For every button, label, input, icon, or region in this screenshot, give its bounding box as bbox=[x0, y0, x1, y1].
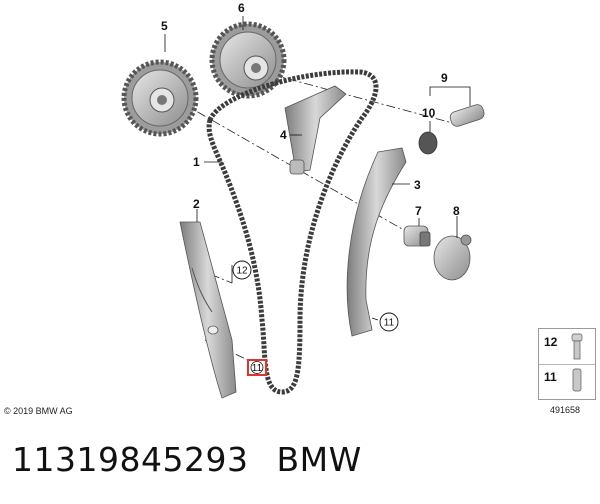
camshaft-sprocket-6 bbox=[209, 21, 287, 99]
chain-tensioner-7 bbox=[403, 225, 431, 247]
vanos-solenoid-8 bbox=[433, 234, 472, 281]
leader-lines bbox=[164, 16, 471, 321]
callout-1: 1 bbox=[193, 155, 200, 169]
image-reference-number: 491658 bbox=[550, 405, 581, 415]
camshaft-sprocket-5 bbox=[121, 59, 199, 137]
callout-4: 4 bbox=[280, 128, 287, 142]
legend-box: 12 11 bbox=[538, 328, 596, 400]
screw-plug-icon bbox=[572, 368, 582, 392]
callout-3: 3 bbox=[414, 178, 421, 192]
callout-10: 10 bbox=[422, 106, 436, 120]
callout-8: 8 bbox=[453, 204, 460, 218]
guide-rail-4 bbox=[284, 85, 347, 175]
exploded-parts-diagram: 1 2 3 4 5 6 7 8 9 10 12 11 11 bbox=[121, 1, 485, 399]
callout-6: 6 bbox=[238, 1, 245, 15]
copyright-text: © 2019 BMW AG bbox=[4, 406, 73, 416]
part-number: 11319845293 bbox=[12, 440, 249, 479]
legend-item-12-label: 12 bbox=[544, 335, 558, 349]
bolt-icon bbox=[571, 333, 583, 360]
callout-12: 12 bbox=[236, 266, 248, 277]
callout-2: 2 bbox=[193, 197, 200, 211]
callout-9: 9 bbox=[441, 71, 448, 85]
callout-11-highlighted-label: 11 bbox=[252, 363, 263, 374]
timing-chain bbox=[206, 69, 379, 395]
legend-divider bbox=[539, 364, 595, 365]
callout-11-highlighted[interactable]: 11 bbox=[247, 359, 267, 376]
tensioner-rail-3 bbox=[346, 147, 407, 337]
callout-12-circle: 12 bbox=[232, 260, 252, 280]
footer-part-line: 11319845293 BMW bbox=[12, 440, 362, 479]
guide-rail-2 bbox=[179, 221, 237, 399]
callout-11-right-circle: 11 bbox=[379, 312, 399, 332]
tensioner-plunger-9 bbox=[449, 104, 485, 127]
callout-5: 5 bbox=[161, 19, 168, 33]
legend-item-11-label: 11 bbox=[544, 370, 557, 384]
callout-11-right: 11 bbox=[384, 318, 395, 329]
seal-ring-10 bbox=[418, 131, 438, 155]
callout-7: 7 bbox=[415, 204, 422, 218]
brand-name: BMW bbox=[276, 440, 362, 479]
